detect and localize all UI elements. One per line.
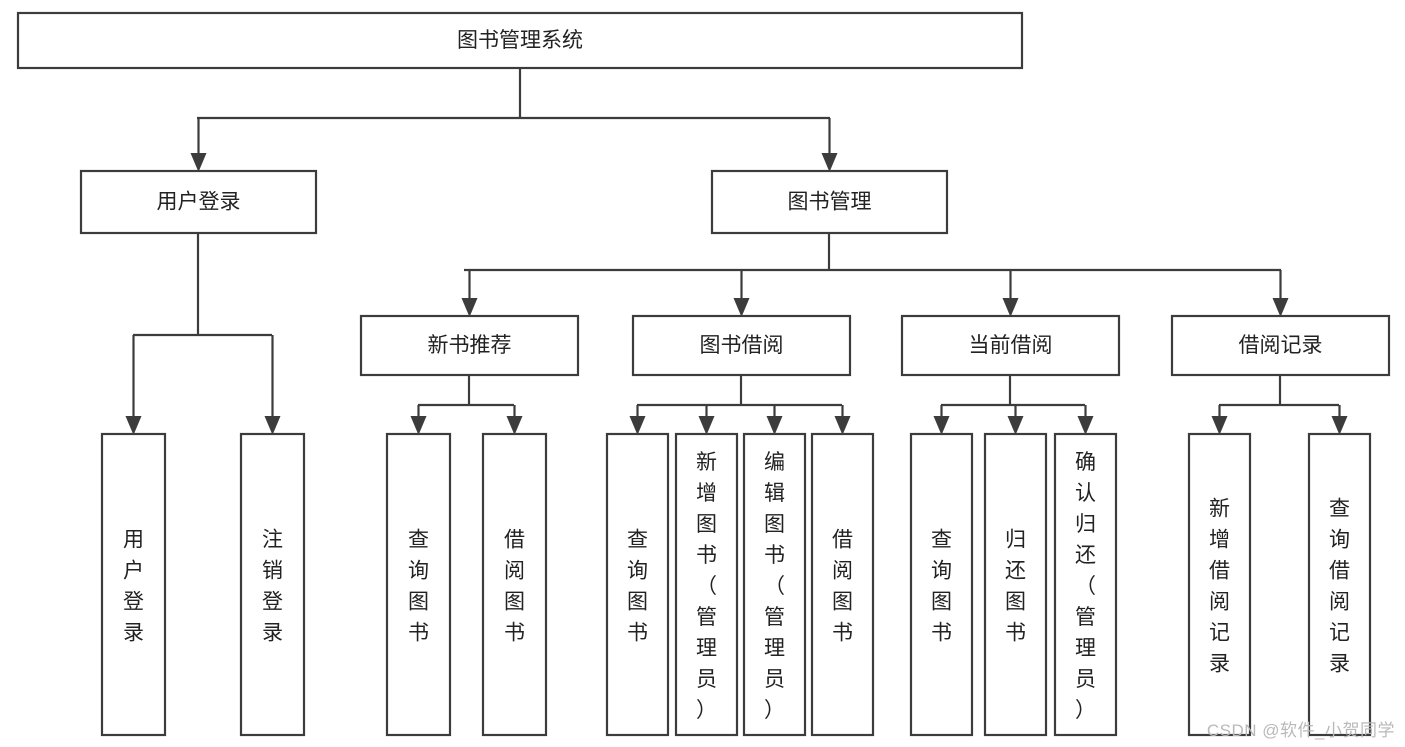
node-l_cb_confirm[interactable]: 确认归还（管理员）: [1053, 432, 1118, 737]
edge-n_book_mgmt-to-n_new_rec: [461, 270, 478, 317]
node-l_rc_add[interactable]: 新增借阅记录: [1187, 432, 1252, 737]
node-n_current[interactable]: 当前借阅: [900, 314, 1121, 377]
connector-root-bus: [197, 68, 830, 120]
node-label-n_new_rec: 新书推荐: [428, 334, 512, 357]
node-l_bb_add[interactable]: 新增图书（管理员）: [674, 432, 739, 737]
node-label-l_bb_add: 新增图书（管理员）: [696, 451, 717, 722]
connector-layer: [125, 68, 1348, 435]
node-l_bb_edit[interactable]: 编辑图书（管理员）: [742, 432, 807, 737]
node-label-n_book_mgmt: 图书管理: [788, 191, 872, 214]
edge-n_user_login-to-l_user_login: [125, 335, 142, 435]
node-label-l_bb_query: 查询图书: [627, 529, 648, 645]
node-layer: 图书管理系统用户登录图书管理新书推荐图书借阅当前借阅借阅记录用户登录注销登录查询…: [16, 11, 1391, 737]
node-n_record[interactable]: 借阅记录: [1170, 314, 1391, 377]
edge-n_current-to-l_cb_return: [1007, 405, 1024, 435]
connector-current-bus: [941, 375, 1085, 407]
node-l_bb_borrow[interactable]: 借阅图书: [810, 432, 875, 737]
node-label-n_borrow: 图书借阅: [700, 334, 784, 357]
node-n_borrow[interactable]: 图书借阅: [631, 314, 852, 377]
connector-borrow-bus: [637, 375, 842, 407]
node-label-l_cb_return: 归还图书: [1005, 529, 1026, 645]
edge-n_borrow-to-l_bb_query: [629, 405, 646, 435]
connector-book-mgmt-bus: [464, 233, 1281, 272]
node-l_cb_query[interactable]: 查询图书: [909, 432, 974, 737]
node-l_user_login[interactable]: 用户登录: [100, 432, 167, 737]
node-label-l_bb_borrow: 借阅图书: [832, 529, 853, 645]
node-label-l_rc_add: 新增借阅记录: [1209, 498, 1230, 676]
edge-n_borrow-to-l_bb_add: [698, 405, 715, 435]
node-label-l_rc_query: 查询借阅记录: [1329, 498, 1350, 676]
edge-n_borrow-to-l_bb_edit: [766, 405, 783, 435]
node-l_nr_borrow[interactable]: 借阅图书: [481, 432, 548, 737]
node-l_bb_query[interactable]: 查询图书: [605, 432, 670, 737]
edge-n_user_login-to-l_user_logout: [264, 335, 281, 435]
edge-n_current-to-l_cb_query: [933, 405, 950, 435]
node-label-l_user_login: 用户登录: [123, 529, 144, 645]
edge-n_record-to-l_rc_query: [1331, 405, 1348, 435]
connector-new-rec-bus: [418, 375, 514, 407]
node-label-root: 图书管理系统: [457, 29, 583, 52]
node-label-l_cb_confirm: 确认归还（管理员）: [1075, 451, 1096, 722]
node-label-n_current: 当前借阅: [969, 334, 1053, 357]
node-n_new_rec[interactable]: 新书推荐: [359, 314, 580, 377]
node-n_user_login[interactable]: 用户登录: [79, 169, 318, 235]
connector-record-bus: [1219, 375, 1339, 407]
node-label-l_nr_query: 查询图书: [408, 529, 429, 645]
edge-root-to-n_user_login: [190, 118, 207, 172]
node-label-l_nr_borrow: 借阅图书: [504, 529, 525, 645]
node-n_book_mgmt[interactable]: 图书管理: [710, 169, 949, 235]
edge-n_book_mgmt-to-n_record: [1272, 270, 1289, 317]
node-l_user_logout[interactable]: 注销登录: [239, 432, 306, 737]
edge-n_book_mgmt-to-n_borrow: [733, 270, 750, 317]
edge-n_current-to-l_cb_confirm: [1077, 405, 1094, 435]
edge-root-to-n_book_mgmt: [821, 118, 838, 172]
connector-user-login-bus: [133, 233, 272, 337]
edge-n_new_rec-to-l_nr_query: [410, 405, 427, 435]
node-label-l_cb_query: 查询图书: [931, 529, 952, 645]
node-label-l_user_logout: 注销登录: [262, 529, 283, 645]
node-label-n_user_login: 用户登录: [157, 191, 241, 214]
edge-n_book_mgmt-to-n_current: [1002, 270, 1019, 317]
node-l_cb_return[interactable]: 归还图书: [983, 432, 1048, 737]
node-l_rc_query[interactable]: 查询借阅记录: [1307, 432, 1372, 737]
node-l_nr_query[interactable]: 查询图书: [385, 432, 452, 737]
node-label-n_record: 借阅记录: [1239, 334, 1323, 357]
edge-n_borrow-to-l_bb_borrow: [834, 405, 851, 435]
node-root[interactable]: 图书管理系统: [16, 11, 1024, 70]
edge-n_record-to-l_rc_add: [1211, 405, 1228, 435]
edge-n_new_rec-to-l_nr_borrow: [506, 405, 523, 435]
node-label-l_bb_edit: 编辑图书（管理员）: [764, 451, 785, 722]
